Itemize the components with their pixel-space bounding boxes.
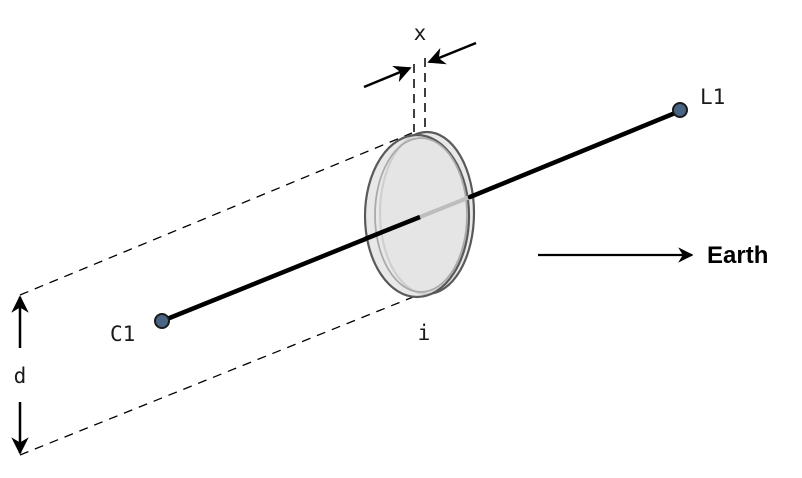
point-c1 (154, 313, 170, 329)
thickness-arrow-left (363, 65, 412, 89)
dashed-projection-bottom (19, 290, 429, 456)
label-l1: L1 (700, 85, 725, 109)
label-earth: Earth (707, 242, 768, 269)
point-l1 (672, 102, 688, 118)
line-segment-hidden (419, 195, 471, 219)
thickness-label: x (414, 21, 427, 45)
disk-inner-rim (374, 137, 468, 293)
line-segment-disk-to-l1 (467, 108, 683, 200)
line-segment-front (364, 214, 421, 242)
diameter-label: d (14, 364, 27, 388)
thickness-arrow-right (427, 41, 477, 65)
dashed-projection-top (19, 132, 413, 296)
label-intersection-i: i (418, 321, 431, 345)
label-c1: C1 (110, 322, 135, 346)
